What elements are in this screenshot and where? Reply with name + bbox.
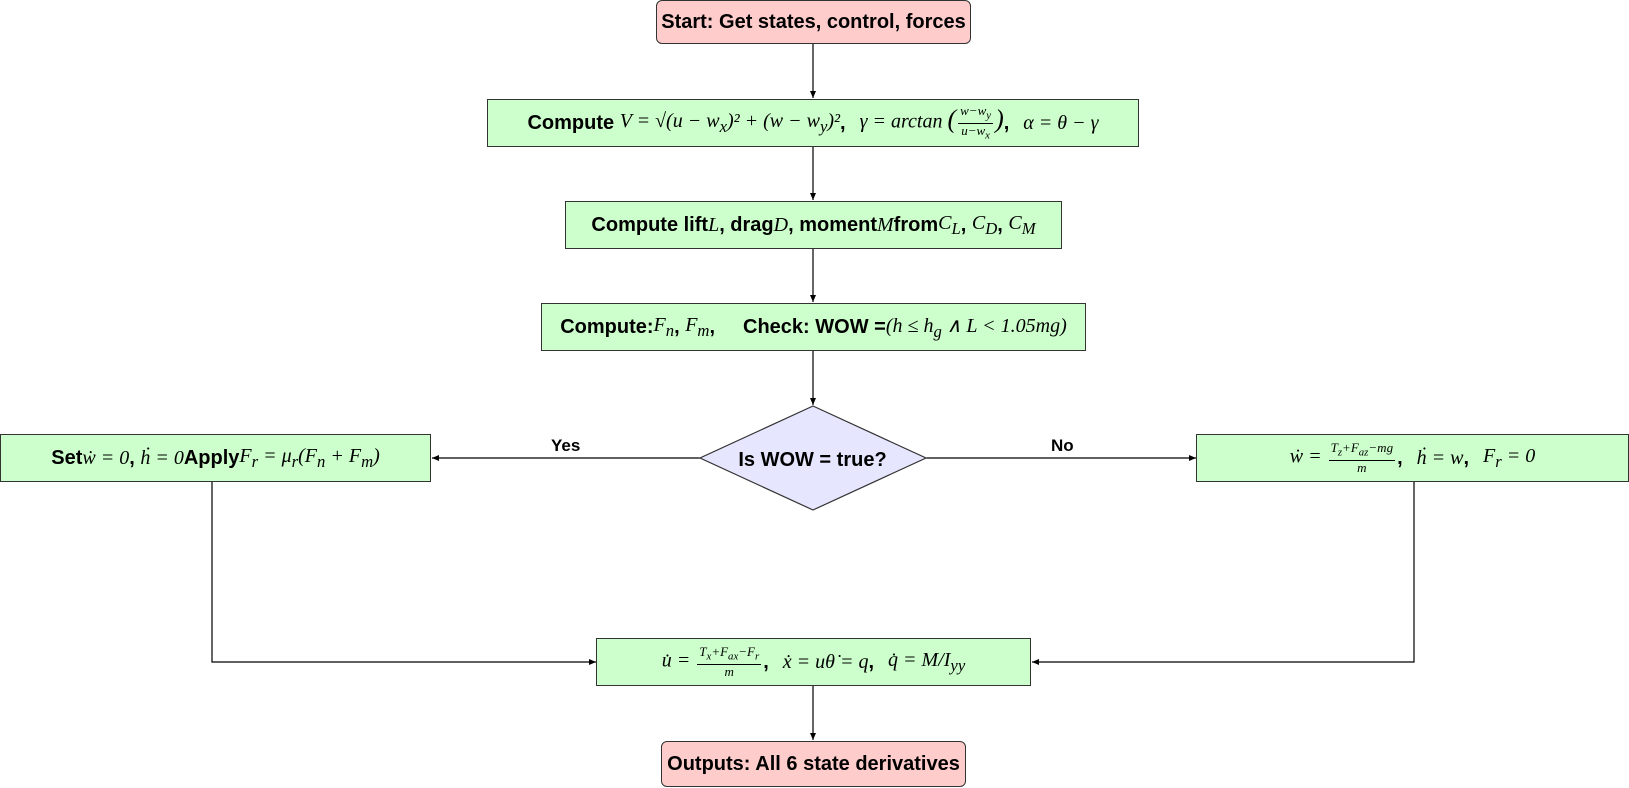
velocity-formula: V = √(u − wx)² + (w − wy)²: [619, 109, 841, 136]
compute-velocity-node: Compute V = √(u − wx)² + (w − wy)², γ = …: [487, 99, 1139, 147]
decision-label: Is WOW = true?: [738, 448, 887, 471]
alpha-formula: α = θ − γ: [1023, 111, 1099, 134]
compute-label: Compute: [527, 111, 615, 134]
no-edge-label: No: [1051, 436, 1074, 455]
start-node: Start: Get states, control, forces: [656, 0, 971, 44]
compute-lift-node: Compute lift L, drag D, moment M from CL…: [565, 201, 1062, 249]
edge-yes-to-merge: [211, 482, 596, 665]
start-label: Start: Get states, control, forces: [661, 10, 966, 33]
compute-forces-node: Compute: Fn, Fm, Check: WOW = (h ≤ hg ∧ …: [541, 303, 1086, 351]
end-node: Outputs: All 6 state derivatives: [661, 741, 966, 787]
decision-diamond: [698, 405, 928, 511]
edge-no-to-merge: [1032, 482, 1415, 665]
yes-edge-label: Yes: [551, 436, 581, 455]
end-label: Outputs: All 6 state derivatives: [667, 752, 960, 775]
